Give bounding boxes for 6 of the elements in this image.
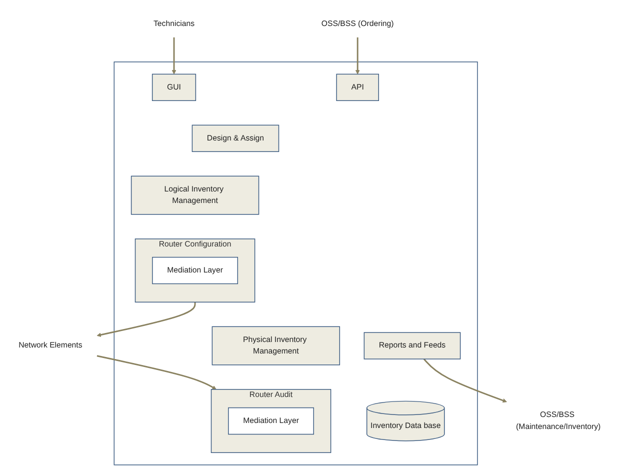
arrow <box>96 354 216 390</box>
arrow <box>172 37 176 74</box>
cluster <box>114 61 478 465</box>
arrow <box>423 358 507 402</box>
arrow <box>96 302 196 337</box>
arrow <box>355 37 360 74</box>
